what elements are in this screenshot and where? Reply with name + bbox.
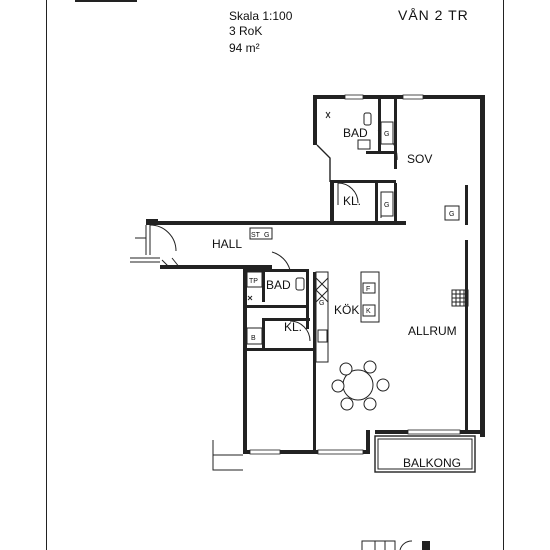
windows-bottom <box>249 429 461 455</box>
room-kok: KÖK <box>334 303 359 317</box>
fixture-g-hall: G <box>264 232 269 239</box>
fixture-f: F <box>366 286 370 293</box>
hall-entrance <box>130 219 181 269</box>
room-kl-middle: KL. <box>284 320 302 334</box>
kitchen-counter <box>315 271 329 363</box>
room-kl-upper: KL. <box>343 194 361 208</box>
area-label: 94 m² <box>229 41 260 55</box>
balcony <box>374 435 476 473</box>
scale-label: Skala 1:100 <box>229 9 293 23</box>
fixture-box-tp <box>246 271 263 288</box>
room-bad-upper: BAD <box>343 126 368 140</box>
sov-divider <box>465 185 468 430</box>
room-sov: SOV <box>407 152 432 166</box>
floor-label: VÅN 2 TR <box>398 7 469 23</box>
fixture-box-g-right <box>444 205 460 221</box>
room-allrum: ALLRUM <box>408 324 457 338</box>
frame-right-line <box>503 0 504 550</box>
middle-bath-fixtures <box>247 277 305 301</box>
radiator-grid <box>451 289 469 307</box>
fixture-tp: TP <box>249 278 258 285</box>
fixture-st: ST <box>251 232 261 239</box>
room-count-label: 3 RoK <box>229 24 263 38</box>
fixture-box-b <box>246 327 263 345</box>
fixture-g-kitchen: G <box>319 300 324 307</box>
frame-top-mark <box>75 0 137 2</box>
frame-left-line <box>46 0 47 550</box>
room-hall: HALL <box>212 237 242 251</box>
fixture-box-g-closet <box>380 191 394 217</box>
kitchen-island <box>360 271 380 323</box>
fixture-b: B <box>251 335 256 342</box>
fixture-g-right: G <box>449 211 454 218</box>
fixture-box-g-upper <box>380 121 394 145</box>
room-balkong: BALKONG <box>403 456 461 470</box>
middle-bath-walls <box>247 251 317 452</box>
fixture-box-st-g <box>249 227 273 240</box>
upper-bath-fixtures <box>325 111 372 150</box>
fixture-k: K <box>366 308 371 315</box>
left-bottom-stub <box>212 440 243 471</box>
fixture-g-upper: G <box>384 131 389 138</box>
fixture-g-closet: G <box>384 202 389 209</box>
room-bad-middle: BAD <box>266 278 291 292</box>
bottom-mark <box>361 540 430 550</box>
dining-table <box>331 360 390 411</box>
